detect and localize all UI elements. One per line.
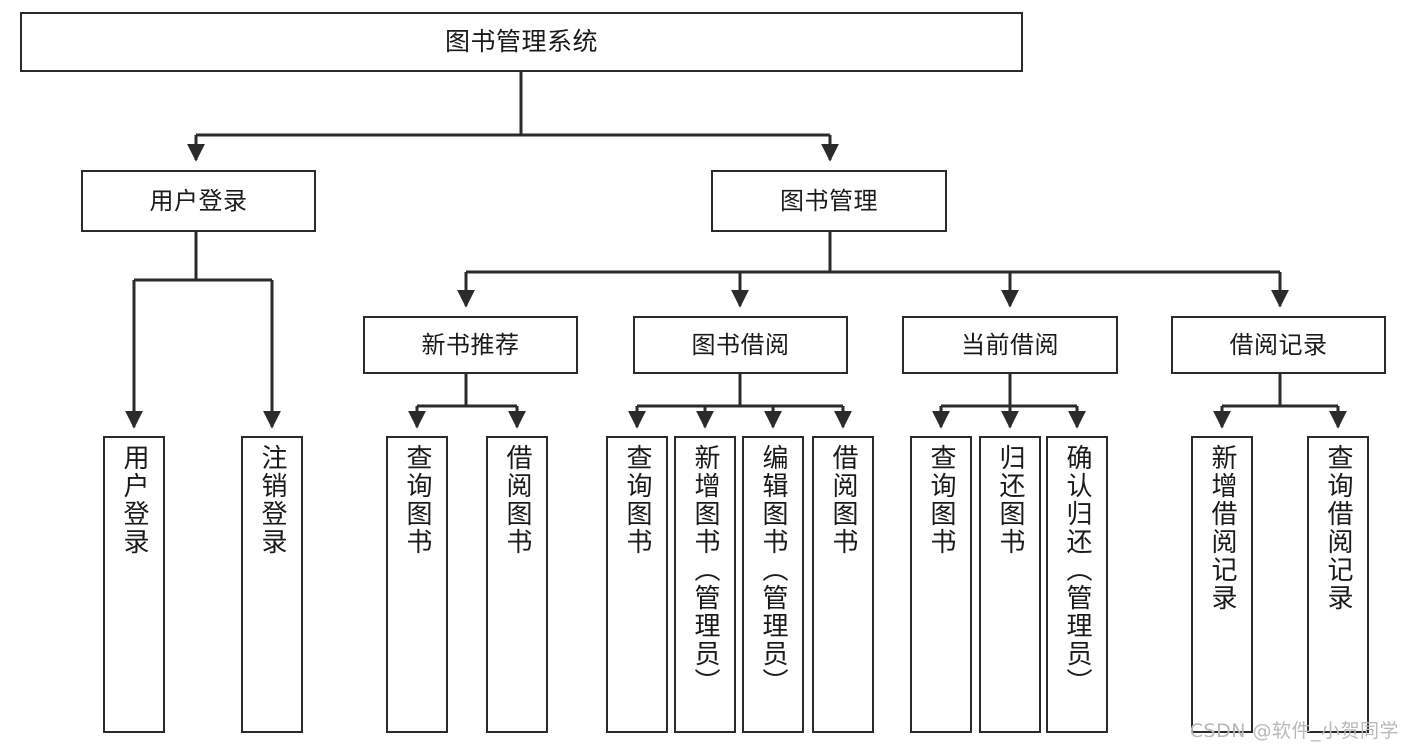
leaf-add-book-admin[interactable]: 新增图书（管理员） [674, 436, 736, 733]
node-book-management-label: 图书管理 [780, 186, 878, 215]
node-current-borrow-label: 当前借阅 [961, 330, 1059, 359]
leaf-query-books-recommend-label: 查询图书 [402, 444, 432, 556]
leaf-borrow-books-borrow[interactable]: 借阅图书 [812, 436, 874, 733]
leaf-edit-book-admin[interactable]: 编辑图书（管理员） [742, 436, 804, 733]
leaf-borrow-books-borrow-label: 借阅图书 [828, 444, 858, 556]
leaf-query-books-borrow-label: 查询图书 [622, 444, 652, 556]
node-user-login-label: 用户登录 [149, 186, 248, 215]
leaf-add-borrow-record[interactable]: 新增借阅记录 [1191, 436, 1253, 733]
node-root[interactable]: 图书管理系统 [20, 12, 1023, 72]
node-user-login[interactable]: 用户登录 [81, 170, 316, 232]
leaf-add-borrow-record-label: 新增借阅记录 [1207, 444, 1237, 612]
node-current-borrow[interactable]: 当前借阅 [902, 316, 1118, 374]
node-new-book-recommend-label: 新书推荐 [421, 330, 520, 359]
leaf-logout[interactable]: 注销登录 [241, 436, 303, 733]
node-book-borrow-label: 图书借阅 [691, 330, 790, 359]
leaf-confirm-return-admin[interactable]: 确认归还（管理员） [1046, 436, 1108, 733]
leaf-query-borrow-record-label: 查询借阅记录 [1323, 444, 1353, 612]
node-borrow-record[interactable]: 借阅记录 [1171, 316, 1386, 374]
leaf-return-books[interactable]: 归还图书 [979, 436, 1041, 733]
leaf-query-books-current-label: 查询图书 [926, 444, 956, 556]
leaf-add-book-admin-label: 新增图书（管理员） [690, 444, 720, 696]
leaf-borrow-books-recommend[interactable]: 借阅图书 [486, 436, 548, 733]
leaf-query-books-recommend[interactable]: 查询图书 [386, 436, 448, 733]
leaf-logout-label: 注销登录 [257, 444, 287, 556]
node-book-borrow[interactable]: 图书借阅 [633, 316, 848, 374]
node-book-management[interactable]: 图书管理 [711, 170, 947, 232]
leaf-borrow-books-recommend-label: 借阅图书 [502, 444, 532, 556]
leaf-user-login[interactable]: 用户登录 [103, 436, 165, 733]
leaf-query-books-current[interactable]: 查询图书 [910, 436, 972, 733]
leaf-edit-book-admin-label: 编辑图书（管理员） [758, 444, 788, 696]
node-new-book-recommend[interactable]: 新书推荐 [363, 316, 578, 374]
node-root-label: 图书管理系统 [444, 27, 598, 57]
leaf-query-borrow-record[interactable]: 查询借阅记录 [1307, 436, 1369, 733]
leaf-user-login-label: 用户登录 [119, 444, 149, 556]
node-borrow-record-label: 借阅记录 [1229, 330, 1328, 359]
csdn-watermark: CSDN @软件_小贺同学 [1189, 720, 1399, 742]
leaf-confirm-return-admin-label: 确认归还（管理员） [1062, 444, 1092, 696]
leaf-return-books-label: 归还图书 [995, 444, 1025, 556]
leaf-query-books-borrow[interactable]: 查询图书 [606, 436, 668, 733]
